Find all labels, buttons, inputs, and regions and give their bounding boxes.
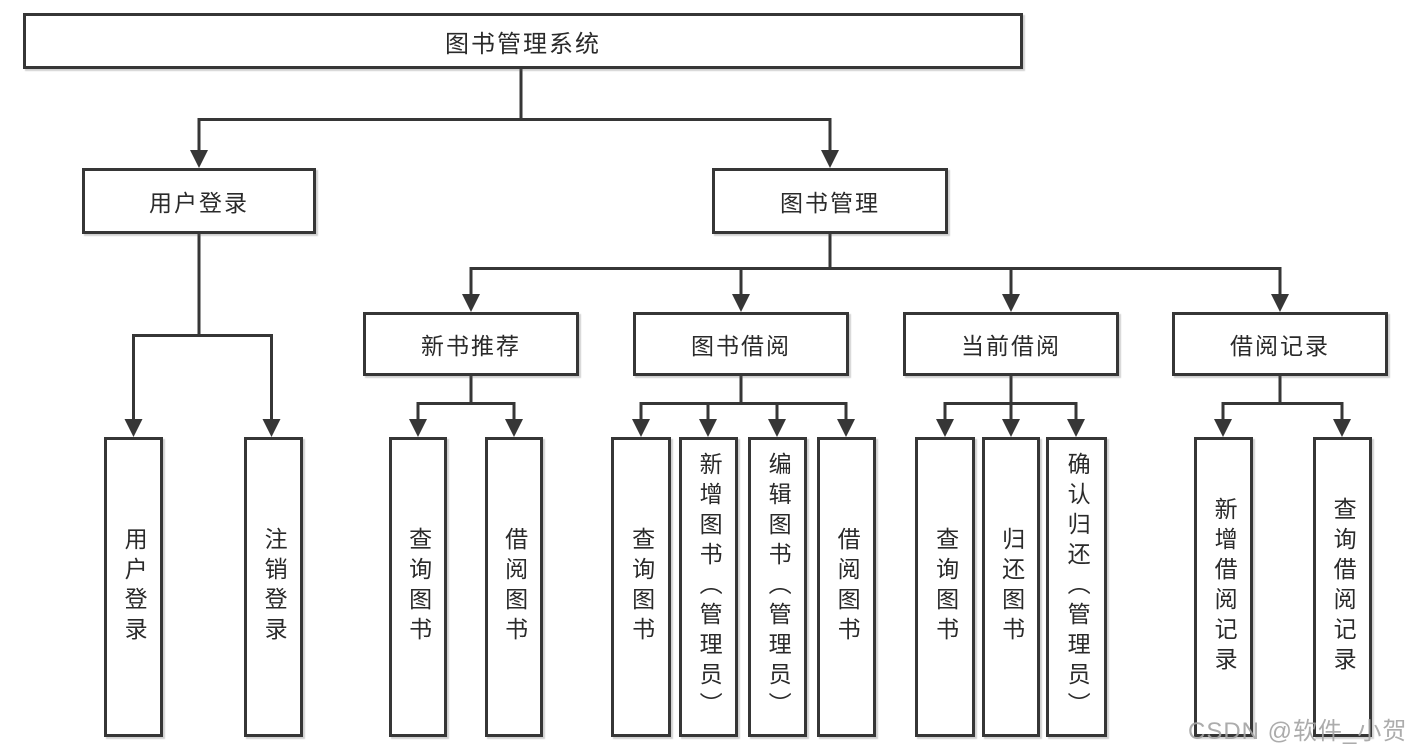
leaf-user-login: 用户登录 [104,437,163,737]
leaf-borrow-books: 借阅图书 [817,437,876,737]
leaf-query-books-current: 查询图书 [915,437,975,737]
node-new-book-recommendation: 新书推荐 [363,312,579,376]
leaf-borrow-books-recommend: 借阅图书 [485,437,543,737]
connector-line-paths [132,69,1344,433]
node-book-management: 图书管理 [712,168,948,234]
node-user-login: 用户登录 [82,168,316,234]
leaf-confirm-return-admin: 确认归还（管理员） [1046,437,1107,737]
leaf-logout-login: 注销登录 [244,437,303,737]
leaf-add-borrow-record: 新增借阅记录 [1194,437,1253,737]
node-current-borrowing: 当前借阅 [903,312,1119,376]
node-library-system: 图书管理系统 [23,13,1023,69]
node-borrowing-records: 借阅记录 [1172,312,1388,376]
leaf-add-book-admin: 新增图书（管理员） [679,437,738,737]
leaf-edit-book-admin: 编辑图书（管理员） [748,437,807,737]
leaf-query-books-recommend: 查询图书 [389,437,447,737]
csdn-watermark: CSDN @软件_小贺同学 [1188,718,1405,745]
leaf-query-borrow-record: 查询借阅记录 [1313,437,1372,737]
leaf-return-book: 归还图书 [982,437,1040,737]
node-book-borrowing: 图书借阅 [633,312,849,376]
leaf-query-books-borrowing: 查询图书 [611,437,671,737]
